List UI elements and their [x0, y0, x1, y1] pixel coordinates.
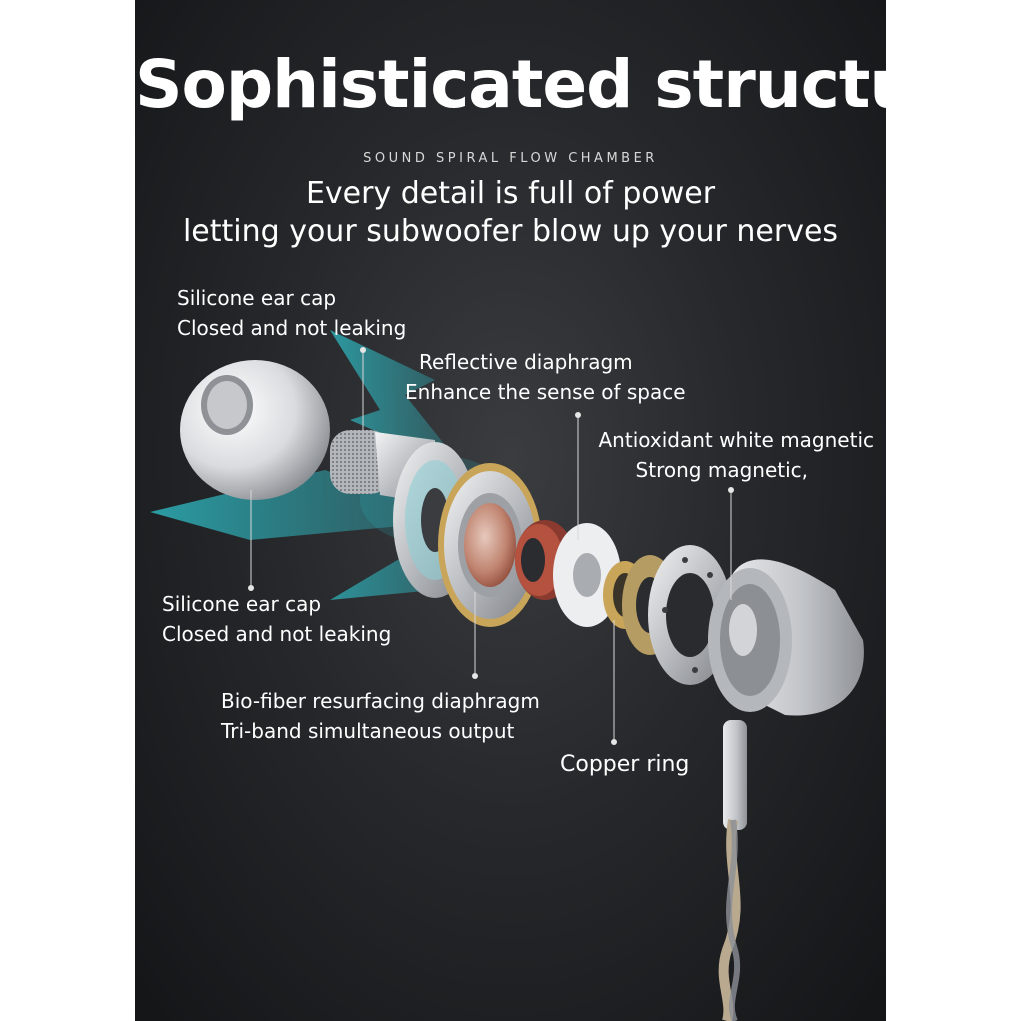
kicker: SOUND SPIRAL FLOW CHAMBER: [363, 151, 658, 166]
subheadline-line-2: letting your subwoofer blow up your nerv…: [182, 214, 839, 249]
callout-caption: Tri-band simultaneous output: [221, 719, 515, 743]
headline: Sophisticated structure: [135, 46, 886, 123]
callout-caption: Closed and not leaking: [162, 622, 392, 646]
callout-title: Antioxidant white magnetic: [598, 428, 875, 452]
callout-bio-fiber-diaphragm: Bio-fiber resurfacing diaphragm Tri-band…: [221, 686, 540, 746]
earphone-body: [708, 559, 864, 1021]
product-panel: Sophisticated structure SOUND SPIRAL FLO…: [135, 0, 886, 1021]
callout-caption: Closed and not leaking: [177, 316, 407, 340]
silicone-ear-tip: [180, 360, 330, 500]
leader-dots: [248, 347, 734, 745]
callout-title: Silicone ear cap: [162, 592, 322, 616]
subheadline-line-1: Every detail is full of power: [305, 176, 716, 211]
diaphragm: [438, 463, 542, 627]
callout-magnet: Antioxidant white magnetic Strong magnet…: [599, 425, 875, 485]
callout-copper-ring: Copper ring: [560, 750, 689, 780]
callout-caption: Strong magnetic,: [635, 458, 808, 482]
callout-caption: Enhance the sense of space: [405, 380, 686, 404]
callout-title: Copper ring: [560, 752, 690, 777]
callout-ear-cap-bottom: Silicone ear cap Closed and not leaking: [162, 589, 391, 649]
callout-title: Bio-fiber resurfacing diaphragm: [221, 689, 540, 713]
callout-title: Reflective diaphragm: [419, 350, 633, 374]
leader-lines: [250, 350, 732, 742]
callout-title: Silicone ear cap: [177, 286, 337, 310]
callout-reflective-diaphragm: Reflective diaphragm Enhance the sense o…: [405, 347, 686, 407]
exploded-earphone-illustration: [150, 330, 864, 1021]
callout-ear-cap-top: Silicone ear cap Closed and not leaking: [177, 283, 406, 343]
